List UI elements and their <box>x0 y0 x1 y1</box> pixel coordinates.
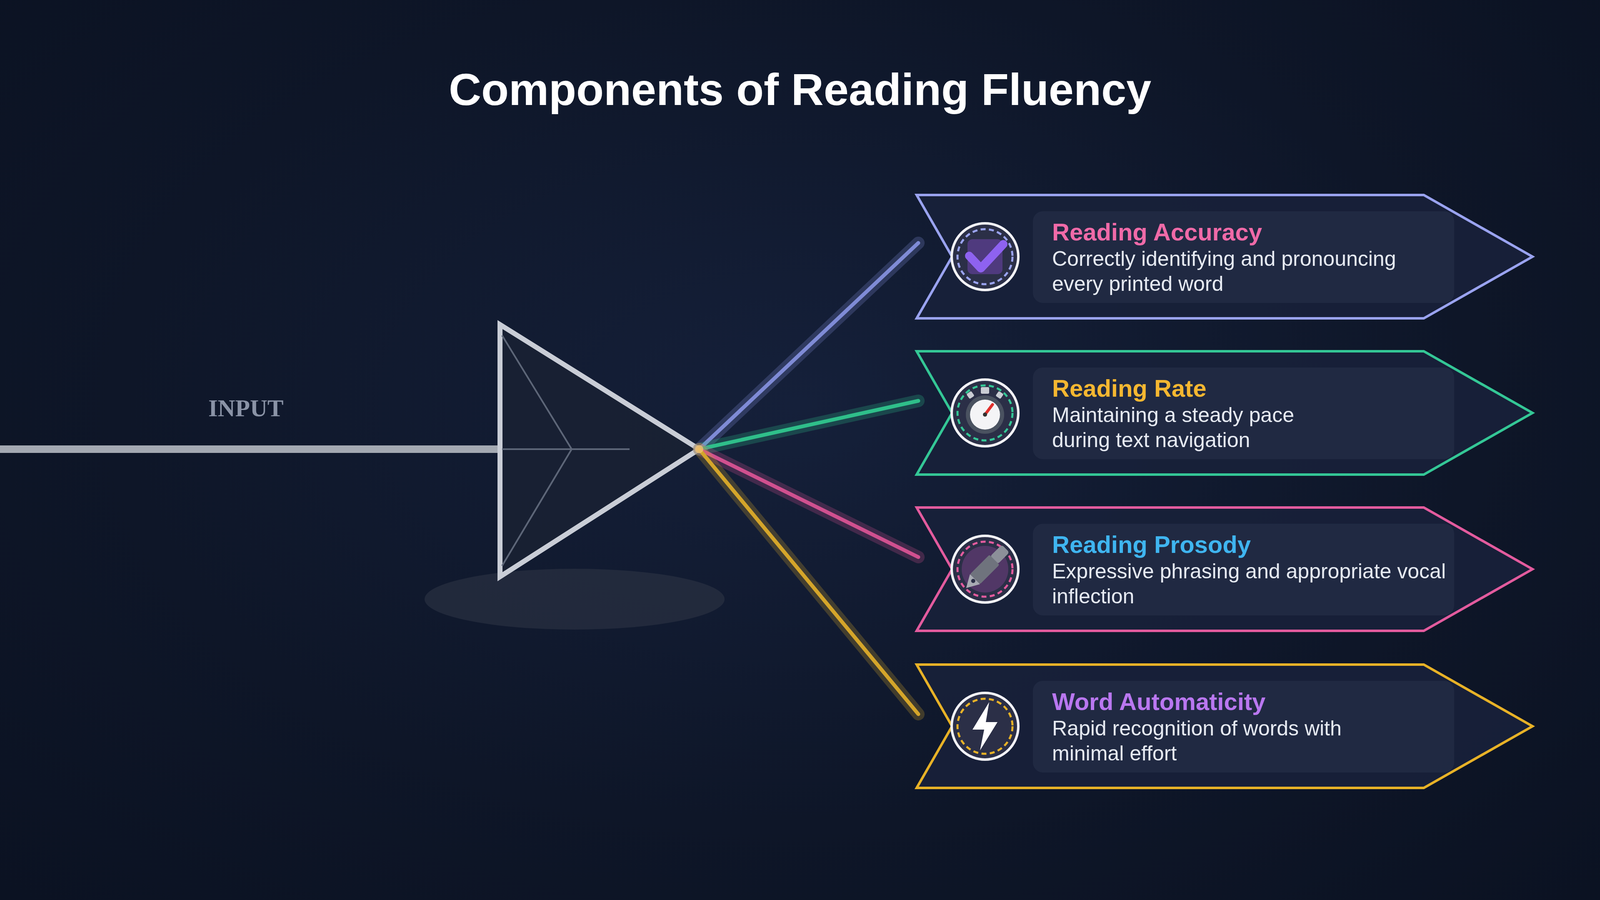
ray-glow <box>699 400 919 450</box>
prism <box>500 324 700 577</box>
banner-shape <box>916 664 1533 788</box>
light-ray <box>699 449 919 715</box>
stopwatch-hand <box>985 404 993 415</box>
lightning-icon <box>951 692 1019 760</box>
stopwatch-icon <box>951 379 1019 447</box>
prism-shadow <box>424 568 725 630</box>
stopwatch-face <box>970 399 1000 430</box>
banner-shape <box>916 351 1533 475</box>
text-panel <box>1032 367 1455 460</box>
pen-body <box>970 554 1000 585</box>
text-panel <box>1032 523 1455 616</box>
pen-nib <box>970 577 977 584</box>
prism-facet <box>502 448 630 450</box>
icon-dash-ring <box>957 385 1013 441</box>
banner-outline <box>915 506 1534 633</box>
component-description: Maintaining a steady pace during text na… <box>1052 402 1328 453</box>
banner-outline <box>915 193 1534 320</box>
beam-label: INPUT <box>208 393 284 423</box>
lightning-bolt <box>972 702 998 751</box>
pen-cap <box>990 544 1010 565</box>
light-ray <box>699 400 919 450</box>
ray-glow <box>699 242 919 450</box>
component-heading: Reading Rate <box>1052 374 1328 403</box>
stopwatch-button <box>980 387 990 394</box>
stopwatch-button <box>966 390 975 399</box>
banner-outline <box>915 350 1534 476</box>
component-heading: Reading Prosody <box>1052 530 1453 559</box>
input-beam-glow <box>0 442 503 457</box>
fluency-banner: Reading ProsodyExpressive phrasing and a… <box>915 506 1534 633</box>
icon-ring <box>951 223 1019 290</box>
check-icon <box>951 223 1019 290</box>
banner-shape <box>916 195 1533 319</box>
diagram-title: Components of Reading Fluency <box>0 58 1600 121</box>
fluency-banner: Reading RateMaintaining a steady pace du… <box>915 350 1534 476</box>
pen-backdrop <box>961 545 1009 593</box>
component-description: Expressive phrasing and appropriate voca… <box>1052 558 1453 609</box>
light-rays <box>699 242 919 715</box>
component-heading: Word Automaticity <box>1052 687 1353 716</box>
text-panel <box>1032 211 1455 303</box>
ray-glow <box>699 449 919 558</box>
banner-shape <box>916 507 1533 631</box>
icon-dash-ring <box>957 698 1013 754</box>
stopwatch-button <box>995 390 1004 399</box>
banner-outline <box>915 663 1534 790</box>
stopwatch-case <box>965 395 1005 434</box>
light-ray <box>699 449 919 558</box>
icon-dash-ring <box>957 541 1013 597</box>
text-panel <box>1032 680 1455 773</box>
pen-icon <box>951 535 1019 603</box>
prism-facet <box>502 335 572 566</box>
component-description: Rapid recognition of words with minimal … <box>1052 715 1353 766</box>
component-heading: Reading Accuracy <box>1052 217 1453 247</box>
check-box <box>967 239 1003 275</box>
icon-ring <box>951 692 1019 760</box>
input-beam <box>0 445 503 453</box>
pen-tip <box>961 574 980 593</box>
fluency-banner: Word AutomaticityRapid recognition of wo… <box>915 663 1534 790</box>
ray-glow <box>699 449 919 715</box>
icon-dash-ring <box>957 229 1013 285</box>
dispersion-point <box>695 445 704 454</box>
fluency-banner: Reading AccuracyCorrectly identifying an… <box>915 193 1534 320</box>
component-description: Correctly identifying and pronouncing ev… <box>1052 246 1453 297</box>
light-ray <box>699 242 919 450</box>
icon-ring <box>951 379 1019 447</box>
icon-ring <box>951 535 1019 603</box>
stopwatch-pivot <box>982 412 988 417</box>
check-mark <box>969 244 1004 269</box>
